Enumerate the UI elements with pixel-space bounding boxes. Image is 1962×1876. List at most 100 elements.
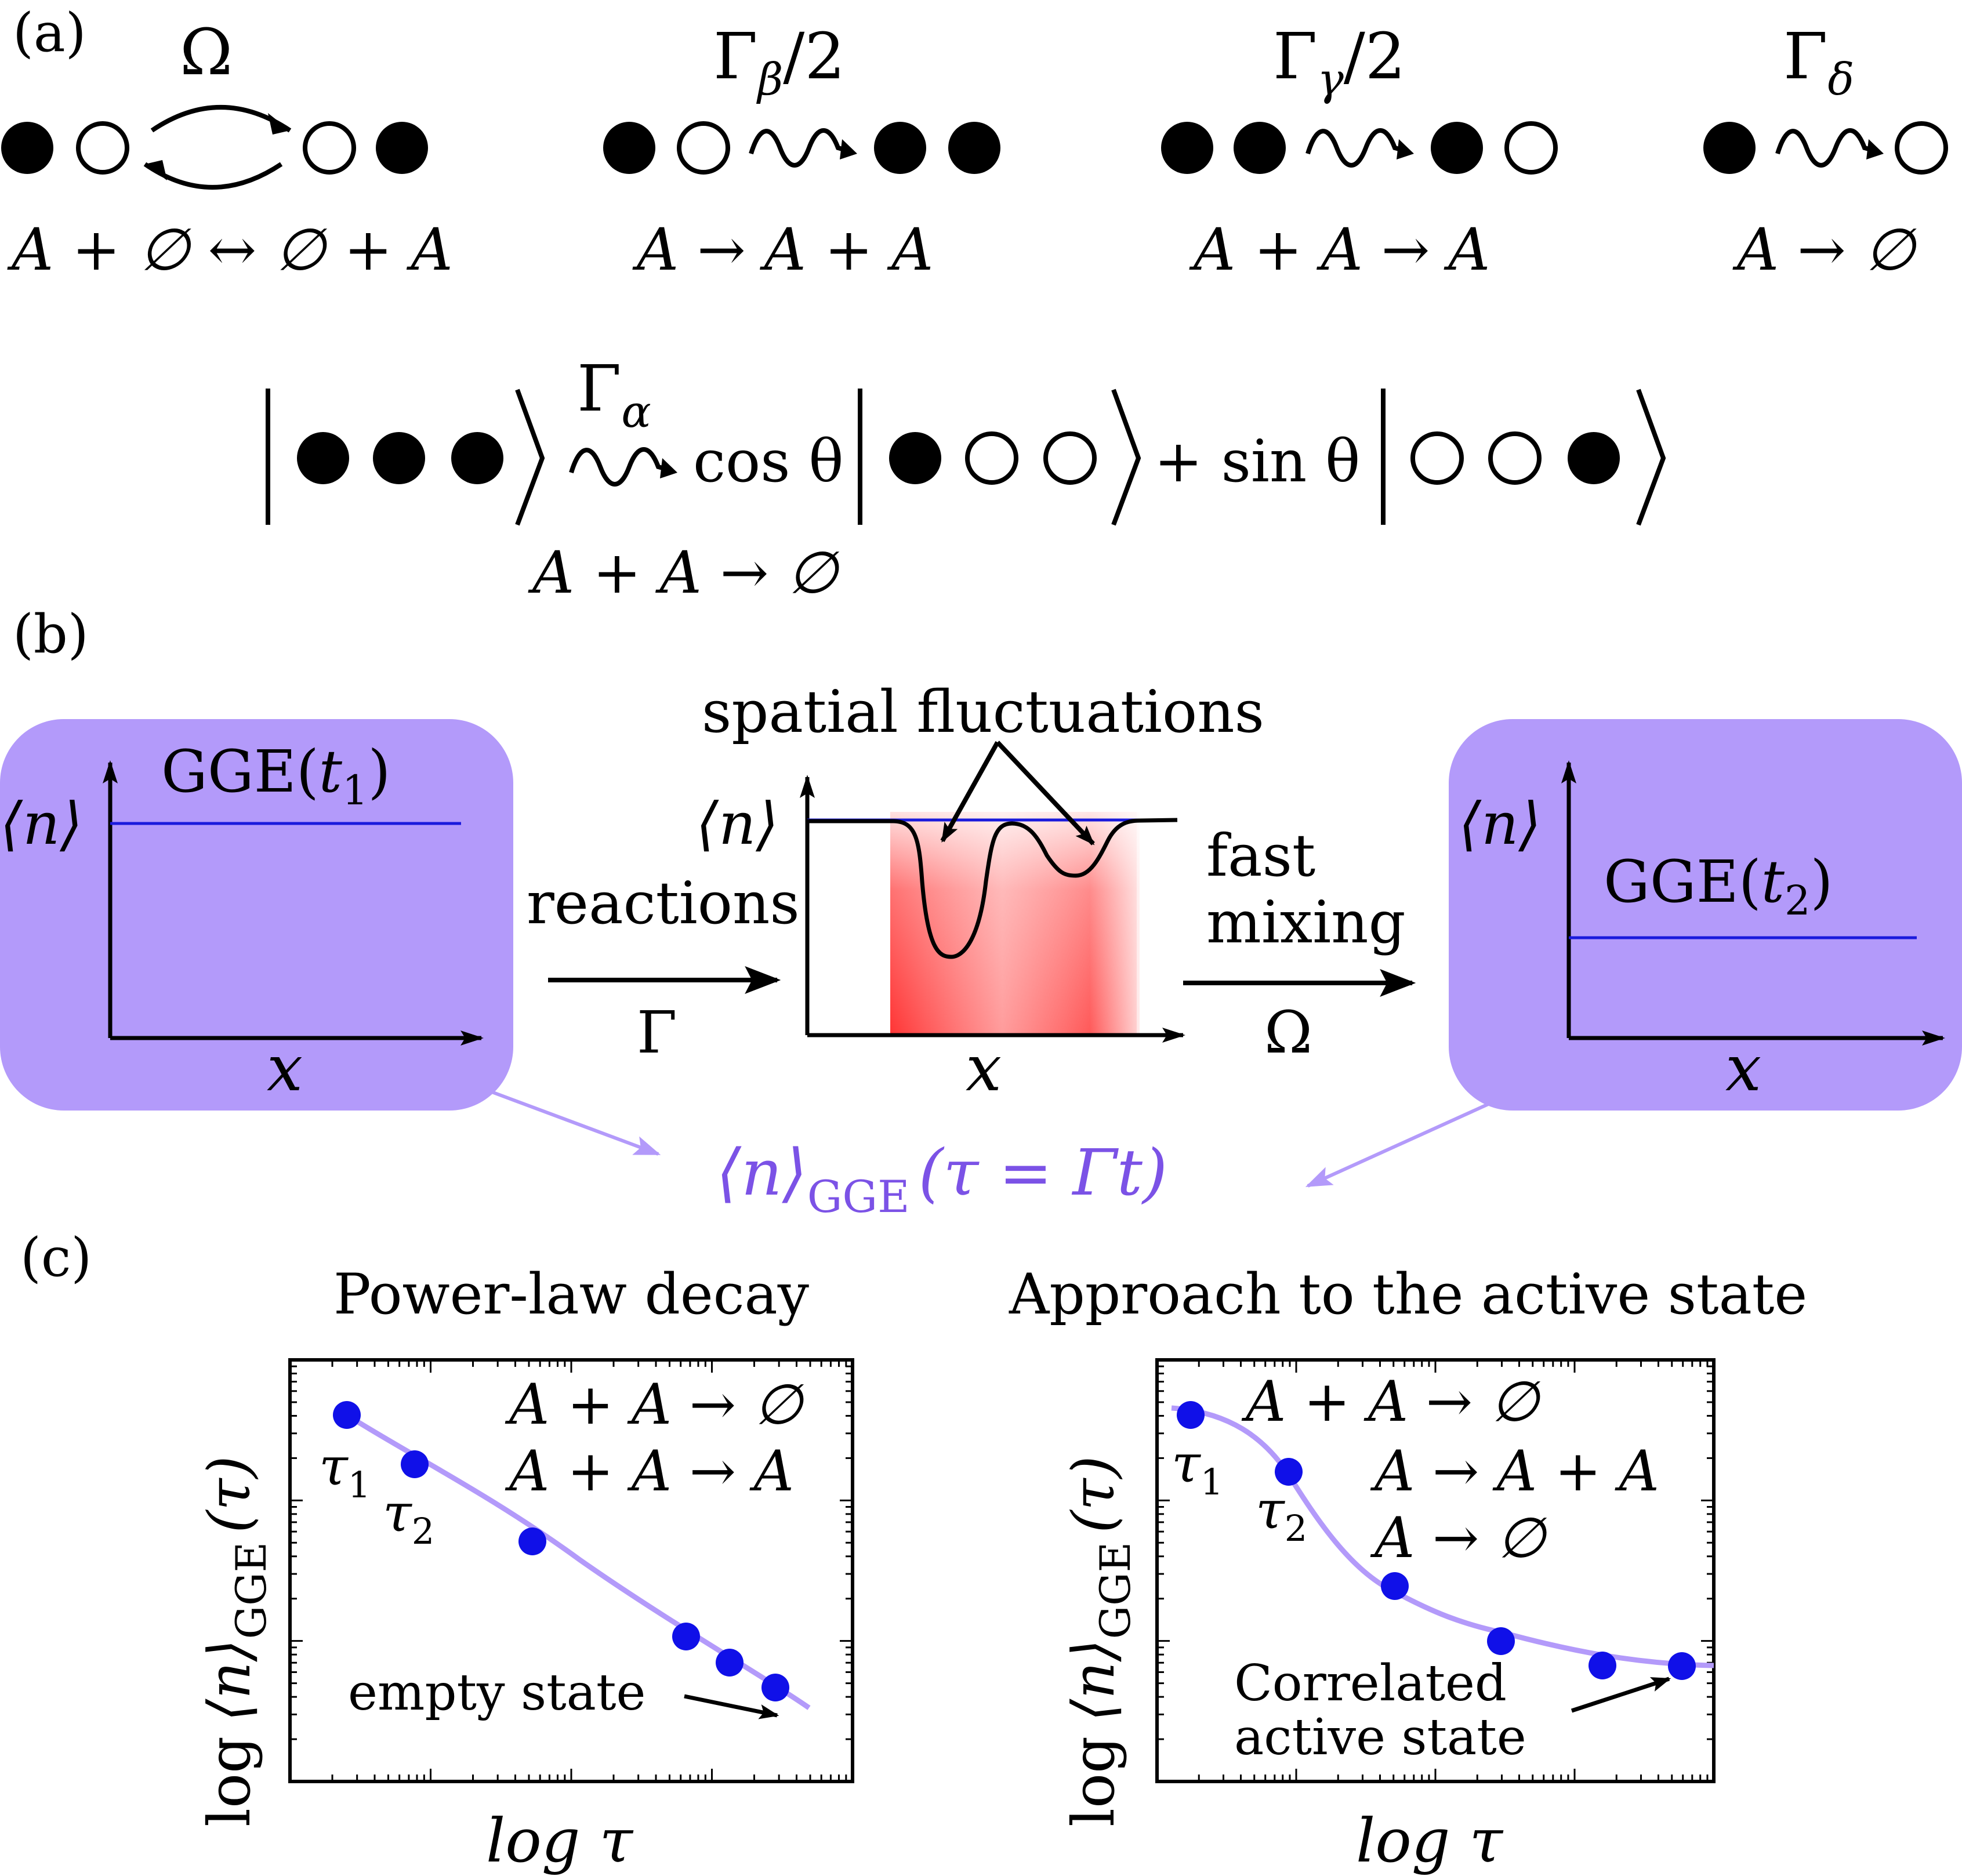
coagulation-reaction: A + A → A — [1189, 216, 1490, 284]
gamma-delta-rate: Γδ — [1783, 19, 1854, 105]
annihilation-process: Γα cos θ + sin θ A + A → ∅ — [266, 351, 1666, 607]
gamma-alpha-rate: Γα — [577, 351, 651, 437]
site-empty — [1504, 121, 1558, 175]
gamma-gamma-rate: Γγ/2 — [1273, 19, 1406, 105]
data-point — [761, 1674, 789, 1701]
data-point — [333, 1401, 361, 1429]
gamma-beta-rate: Γβ/2 — [713, 19, 845, 105]
hop-left-arrowhead — [145, 160, 167, 180]
data-point — [1275, 1458, 1303, 1486]
wavy-arrow — [569, 447, 674, 487]
gge-box-background — [1449, 719, 1962, 1111]
data-point — [518, 1527, 546, 1555]
tau2-label: τ2 — [383, 1483, 434, 1552]
particle-filled — [889, 432, 941, 484]
data-point — [672, 1623, 700, 1650]
particle-filled — [1161, 122, 1213, 174]
y-axis-label: ⟨n⟩ — [696, 790, 778, 858]
panel-a-label: (a) — [13, 2, 86, 64]
gge-density-label: ⟨n⟩GGE(τ = Γt) — [716, 1135, 1167, 1222]
data-point — [1487, 1627, 1515, 1655]
site-empty — [303, 121, 356, 175]
reaction-label-1: A + A → ∅ — [505, 1372, 805, 1437]
wavy-arrowhead — [840, 139, 857, 159]
plus-sin-theta: + sin θ — [1154, 427, 1360, 495]
mixing-step: fast mixing Ω — [1183, 822, 1416, 1066]
hopping-process: Ω A + ∅ ↔ ∅ + A — [1, 15, 453, 284]
branching-process: Γβ/2 A → A + A — [603, 19, 1000, 284]
branching-reaction: A → A + A — [632, 216, 933, 284]
gge-box-background — [0, 719, 513, 1111]
x-axis-label: x — [1725, 1031, 1761, 1105]
wavy-arrowhead — [1397, 139, 1414, 159]
density-profile-curve — [807, 818, 1178, 959]
panel-b: (b) ⟨n⟩ GGE(t1) x reactions Γ — [0, 603, 1962, 1222]
tau1-label: τ1 — [1172, 1434, 1223, 1503]
spatial-fluctuations-label: spatial fluctuations — [702, 678, 1264, 746]
mixing-rate-label: Ω — [1264, 999, 1312, 1066]
reaction-label-3: A → ∅ — [1370, 1505, 1548, 1570]
particle-filled — [1568, 432, 1620, 484]
active-state-pointer — [1571, 1677, 1671, 1713]
active-state-label: active state — [1234, 1708, 1526, 1766]
panel-b-label: (b) — [13, 603, 89, 665]
correlated-label: Correlated — [1234, 1654, 1507, 1712]
omega-rate-label: Ω — [180, 15, 233, 89]
empty-state-pointer — [684, 1694, 779, 1719]
particle-filled — [1, 122, 53, 174]
hop-right-arrowhead — [268, 113, 290, 135]
fluctuation-pointer-right — [996, 741, 1095, 846]
particle-filled — [373, 432, 425, 484]
data-point — [1668, 1652, 1696, 1680]
x-axis-label: x — [267, 1031, 303, 1105]
x-axis-label: x — [966, 1031, 1002, 1105]
gge-t2-label: GGE(t2) — [1604, 848, 1833, 924]
data-point — [716, 1649, 744, 1677]
y-axis-label: ⟨n⟩ — [0, 790, 82, 858]
site-empty — [1043, 431, 1097, 485]
data-points — [1177, 1401, 1696, 1680]
annihilation-reaction: A + A → ∅ — [528, 539, 840, 607]
fluctuation-pointer-left — [940, 741, 1000, 843]
site-empty — [677, 121, 730, 175]
data-point — [1381, 1572, 1409, 1600]
plot-title: Approach to the active state — [1009, 1262, 1807, 1327]
plot-title: Power-law decay — [333, 1262, 809, 1327]
particle-filled — [451, 432, 503, 484]
decay-process: Γδ A → ∅ — [1703, 19, 1948, 284]
y-axis-label: ⟨n⟩ — [1459, 790, 1541, 858]
mixing-label: mixing — [1206, 888, 1406, 956]
particle-filled — [1431, 122, 1483, 174]
particle-filled — [1703, 122, 1756, 174]
particle-filled — [376, 122, 428, 174]
coagulation-process: Γγ/2 A + A → A — [1161, 19, 1558, 284]
reactions-rate-label: Γ — [637, 999, 677, 1066]
wavy-arrowhead — [660, 458, 677, 478]
reaction-label-1: A + A → ∅ — [1241, 1369, 1542, 1434]
x-axis-label: log τ — [1356, 1805, 1504, 1876]
y-axis-label: log⟨n⟩GGE(τ) — [1060, 1456, 1140, 1827]
particle-filled — [874, 122, 926, 174]
site-empty — [76, 121, 129, 175]
wavy-arrowhead — [1866, 139, 1884, 159]
wavy-arrow — [1775, 128, 1880, 168]
empty-state-label: empty state — [348, 1664, 645, 1722]
axis-ticks — [290, 1359, 854, 1781]
data-points — [333, 1401, 789, 1701]
panel-a: (a) Ω A + ∅ ↔ ∅ + A Γβ/2 A → A + A — [1, 2, 1948, 607]
cos-theta: cos θ — [693, 427, 844, 495]
x-axis-label: log τ — [486, 1805, 634, 1876]
site-empty — [1488, 431, 1542, 485]
particle-filled — [948, 122, 1000, 174]
gge-t1-label: GGE(t1) — [161, 738, 391, 814]
tau2-label: τ2 — [1256, 1480, 1307, 1550]
gge-box-t2: ⟨n⟩ GGE(t2) x — [1449, 719, 1962, 1111]
purple-arrow-right — [1305, 1100, 1495, 1188]
red-fade-edge — [1137, 812, 1154, 1035]
y-axis-label: log⟨n⟩GGE(τ) — [195, 1456, 275, 1827]
active-state-plot: Approach to the active state A + A → ∅ A… — [1009, 1262, 1807, 1876]
fluctuation-plot: ⟨n⟩ x spatial fluctuations — [696, 678, 1264, 1105]
fast-label: fast — [1206, 822, 1315, 890]
ket-angle — [515, 389, 545, 526]
